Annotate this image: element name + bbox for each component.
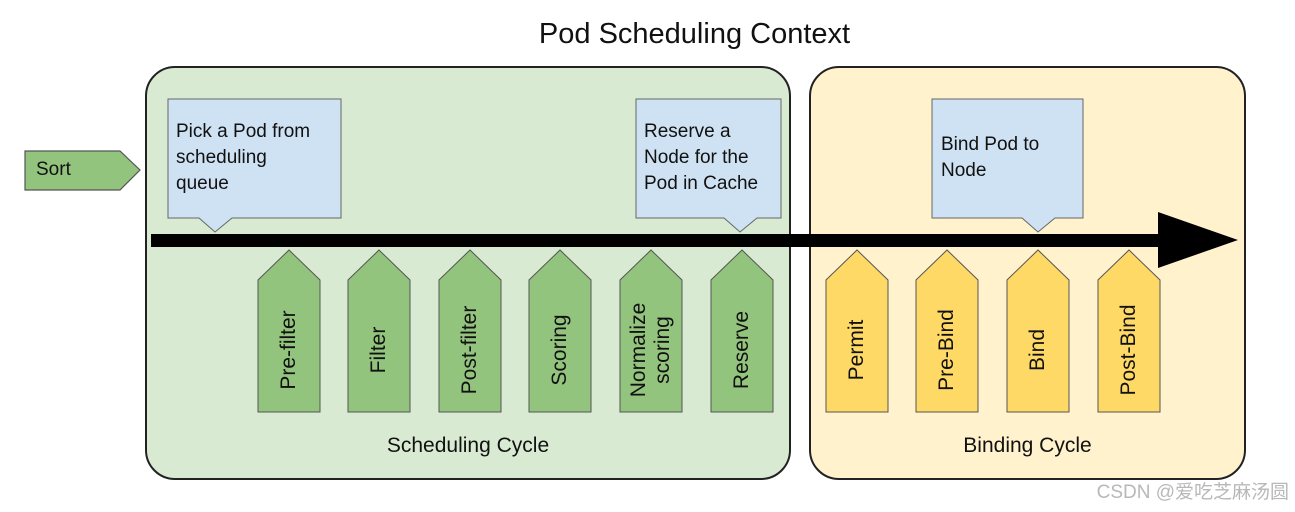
stage-arrow-normalize-scoring <box>619 249 683 413</box>
callout-pick-line: scheduling <box>176 147 267 168</box>
stage-arrow-post-bind <box>1097 249 1161 413</box>
timeline-arrow <box>151 212 1238 268</box>
scheduling-cycle-label: Scheduling Cycle <box>386 434 550 457</box>
stage-arrow-scoring <box>528 249 592 413</box>
page-title: Pod Scheduling Context <box>538 18 851 50</box>
stage-label-filter: Filter <box>367 326 390 374</box>
stage-label-permit: Permit <box>845 319 868 381</box>
stage-label-post-bind: Post-Bind <box>1117 304 1140 396</box>
callout-reserve-line: Pod in Cache <box>644 173 759 194</box>
watermark: CSDN @爱吃芝麻汤圆 <box>1096 482 1289 503</box>
stage-label-pre-bind: Pre-Bind <box>935 309 958 391</box>
callout-bind-line: Bind Pod to <box>941 134 1040 155</box>
stage-arrow-filter <box>347 249 411 413</box>
callout-bind-text: Bind Pod to Node <box>941 132 1039 184</box>
stage-label-pre-filter: Pre-filter <box>277 310 300 390</box>
callout-bind-shape <box>931 98 1084 233</box>
stage-arrow-permit <box>825 249 889 413</box>
stage-arrow-post-filter <box>438 249 502 413</box>
stage-label-scoring: Scoring <box>548 314 571 386</box>
stage-label-reserve: Reserve <box>730 310 753 390</box>
callout-reserve-text: Reserve a Node for the Pod in Cache <box>644 119 758 197</box>
callout-pick-line: Pick a Pod from <box>176 121 311 142</box>
stage-arrow-pre-filter <box>257 249 321 413</box>
sort-label: Sort <box>36 159 71 180</box>
callout-pick-shape <box>167 98 342 233</box>
callout-pick-line: queue <box>176 173 229 194</box>
callout-bind-line: Node <box>941 160 987 181</box>
callout-reserve-line: Node for the <box>644 147 749 168</box>
callout-reserve-line: Reserve a <box>644 121 731 142</box>
stage-arrow-pre-bind <box>915 249 979 413</box>
stage-arrow-reserve <box>710 249 774 413</box>
callout-reserve-shape <box>635 98 782 233</box>
stage-label-bind: Bind <box>1026 328 1049 372</box>
callout-pick-text: Pick a Pod from scheduling queue <box>176 119 310 197</box>
binding-cycle-label: Binding Cycle <box>963 434 1092 457</box>
stage-label-post-filter: Post-filter <box>458 305 481 395</box>
stage-arrow-bind <box>1006 249 1070 413</box>
sort-arrow-shape <box>24 150 141 191</box>
